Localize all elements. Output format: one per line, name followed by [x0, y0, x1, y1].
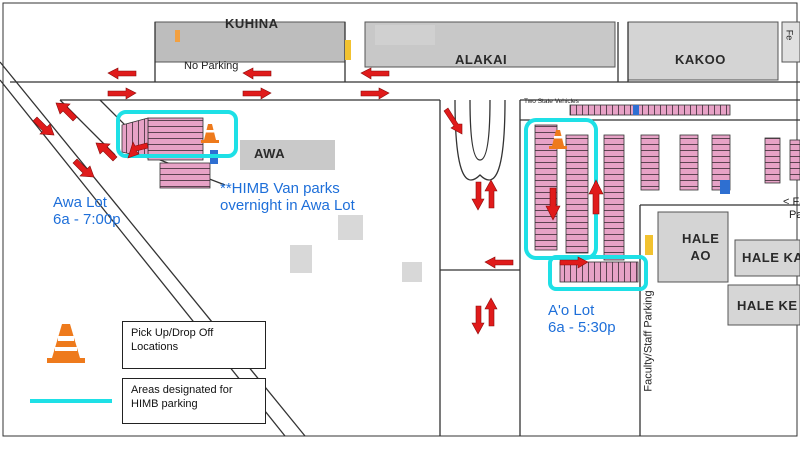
van-note-line1: **HIMB Van parks [220, 180, 340, 197]
arrow-down-1 [471, 181, 485, 211]
arrow-left-1 [107, 67, 137, 80]
two-state-vehicles-note: Two State Vehicles [524, 98, 579, 105]
arrow-diag-1 [32, 116, 55, 136]
arrow-right-2 [242, 87, 272, 100]
building-hale-ka [734, 239, 800, 277]
arrow-left-2 [242, 67, 272, 80]
arrow-left-aho [484, 256, 514, 269]
street-label-awa: AWA [254, 146, 286, 161]
aho-lot-hours: 6a - 5:30p [548, 319, 616, 336]
arrow-down-2 [471, 305, 485, 335]
arrow-down-aho [545, 187, 561, 221]
awa-lot-highlight [116, 110, 238, 158]
buildings [154, 21, 800, 326]
arrow-diag-4 [95, 142, 118, 162]
traffic-cone-icon [201, 124, 219, 143]
pa-partial-note: Pa [789, 209, 800, 221]
building-label-hale-ka: HALE KA [742, 250, 800, 265]
arrow-right-3 [360, 87, 390, 100]
fa-partial-note: < Fa [783, 196, 800, 208]
arrow-diag-2 [55, 102, 78, 122]
arrow-right-1 [107, 87, 137, 100]
traffic-arrows [32, 67, 604, 335]
arrow-left-3 [360, 67, 390, 80]
aho-lot-bottom-highlight [548, 255, 648, 291]
traffic-cone-icon [47, 324, 85, 363]
arrow-diag-3 [72, 158, 95, 178]
building-hale-ao [657, 211, 729, 283]
arrow-right-aho [559, 256, 589, 269]
legend-pickup-line2: Locations [131, 341, 179, 353]
building-kuhina [154, 21, 346, 63]
arrow-alakai-bend [443, 107, 463, 135]
no-parking-note: No Parking [184, 60, 239, 72]
awa-lot-name: Awa Lot [53, 194, 107, 211]
legend-areas-line2: HIMB parking [131, 398, 198, 410]
street-label-kakoo: KAKOO [675, 52, 726, 67]
aho-lot-name: A'o Lot [548, 302, 595, 319]
arrow-up-2 [484, 297, 498, 327]
faculty-staff-parking-note: Faculty/Staff Parking [642, 290, 655, 392]
building-label-hale-ao: HALE AO [682, 231, 720, 263]
legend-pickup-line1: Pick Up/Drop Off [131, 327, 214, 339]
awa-lot-hours: 6a - 7:00p [53, 211, 121, 228]
arrow-into-awa [127, 141, 149, 159]
van-note-line2: overnight in Awa Lot [220, 197, 355, 214]
building-fe [781, 21, 800, 63]
building-kakoo [627, 21, 779, 81]
legend-himb-areas: Areas designated for HIMB parking [122, 378, 266, 424]
street-label-kuhina: KUHINA [225, 16, 279, 31]
street-label-alakai: ALAKAI [455, 52, 508, 67]
arrow-up-1 [484, 179, 498, 209]
legend-pickup: Pick Up/Drop Off Locations [122, 321, 266, 369]
building-label-hale-ke: HALE KE [737, 298, 798, 313]
building-awa [240, 140, 335, 170]
arrow-up-aho [588, 179, 604, 215]
legend-areas-line1: Areas designated for [131, 384, 233, 396]
fe-partial-note: Fe [784, 29, 795, 41]
building-hale-ke [727, 284, 800, 326]
traffic-cone-icon [549, 130, 567, 149]
